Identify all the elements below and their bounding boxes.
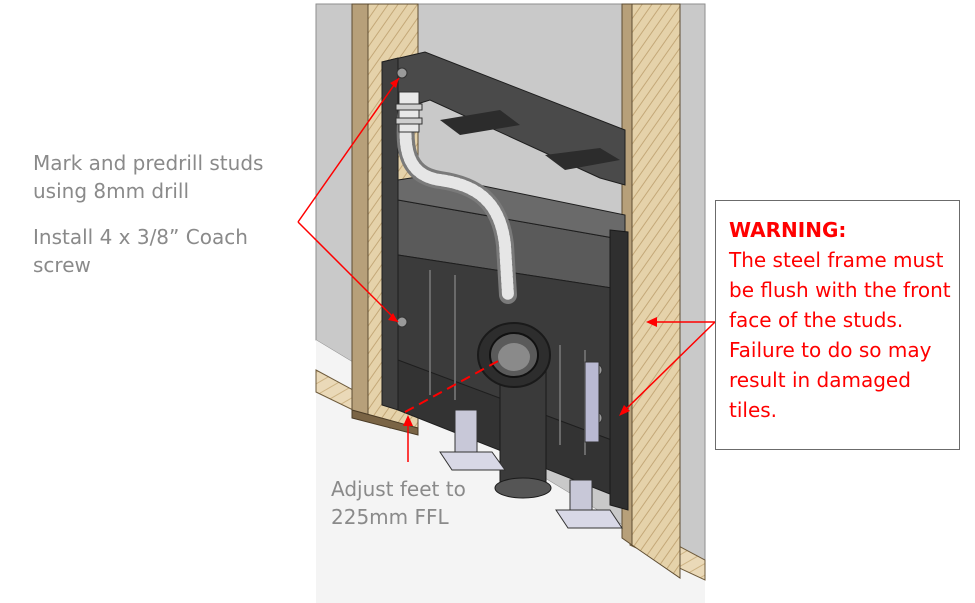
note-install-screw: Install 4 x 3/8” Coach screw — [33, 225, 248, 277]
flexi-hose — [395, 91, 517, 304]
annotation-leaders — [297, 77, 716, 462]
left-stud-side — [351, 3, 369, 421]
waste-pipe — [477, 322, 552, 499]
ffl-dashed-line — [404, 359, 501, 413]
warning-title: WARNING: — [729, 218, 847, 242]
leader-to-top-screw — [297, 77, 400, 223]
note-adjust-feet: Adjust feet to 225mm FFL — [331, 477, 466, 529]
right-stud — [631, 3, 681, 579]
warning-box: WARNING: The steel frame must be flush w… — [715, 200, 960, 450]
leader-to-frame-face — [621, 321, 716, 414]
adjustable-feet — [439, 361, 623, 529]
warning-text: The steel frame must be flush with the f… — [729, 248, 951, 422]
leader-to-bottom-screw — [297, 221, 399, 323]
left-stud-base — [351, 409, 419, 436]
note-mark-predrill: Mark and predrill studs using 8mm drill — [33, 151, 264, 203]
